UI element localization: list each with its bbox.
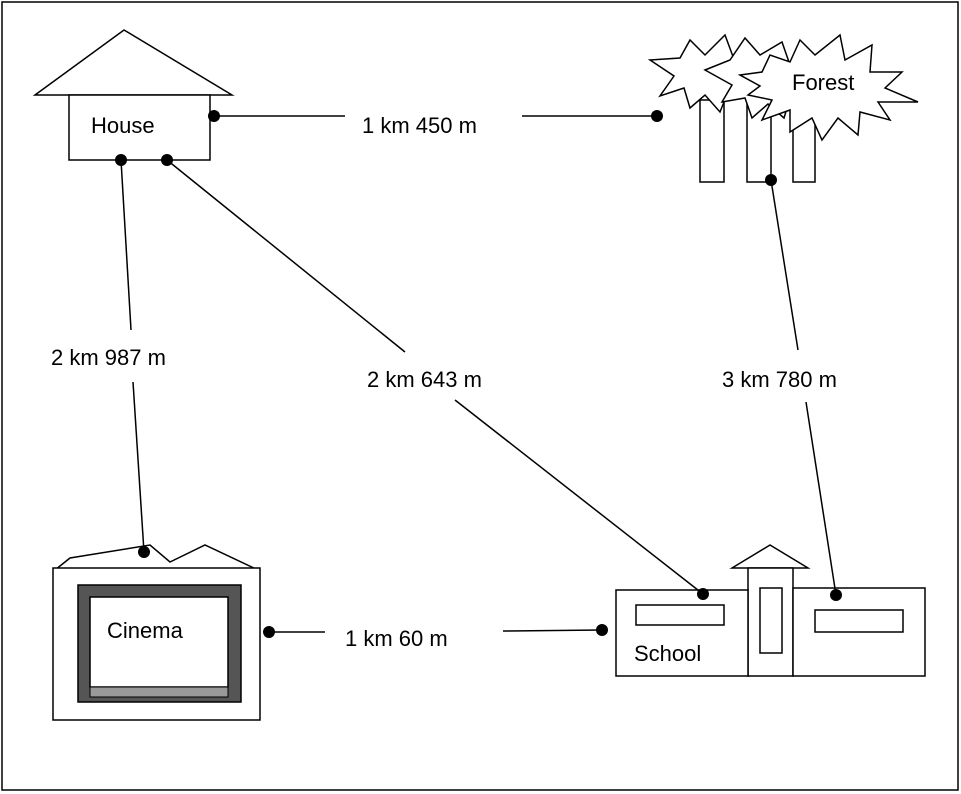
distance-label-cinema-school: 1 km 60 m [345, 626, 448, 651]
distance-label-house-school: 2 km 643 m [367, 367, 482, 392]
school-building: School [615, 544, 926, 677]
connector-dot [161, 154, 173, 166]
connector-line [166, 159, 406, 353]
connector-line [120, 159, 132, 331]
distance-label-house-cinema: 2 km 987 m [51, 345, 166, 370]
connector-dot [697, 588, 709, 600]
connector-house-cinema: 2 km 987 m [51, 154, 166, 558]
school-right-window [814, 609, 904, 633]
house-label: House [91, 113, 155, 138]
connector-dot [596, 624, 608, 636]
house-building: House [32, 29, 235, 161]
connector-line [132, 381, 145, 553]
school-label: School [634, 641, 701, 666]
connector-dot [830, 589, 842, 601]
connector-dot [208, 110, 220, 122]
connector-line [805, 401, 837, 596]
connector-line [502, 629, 603, 632]
school-tower-window [759, 587, 783, 654]
connector-dot [138, 546, 150, 558]
school-tower-roof [729, 544, 811, 569]
cinema-label: Cinema [107, 618, 184, 643]
connector-dot [651, 110, 663, 122]
connector-line [454, 399, 704, 595]
connector-dot [263, 626, 275, 638]
connector-forest-school: 3 km 780 m [722, 174, 842, 601]
distance-label-house-forest: 1 km 450 m [362, 113, 477, 138]
tree-crown-right [737, 33, 919, 142]
distance-label-forest-school: 3 km 780 m [722, 367, 837, 392]
cinema-roof [52, 544, 259, 571]
connector-dot [115, 154, 127, 166]
school-left-window [635, 604, 725, 626]
connector-house-school: 2 km 643 m [161, 154, 709, 600]
connector-house-forest: 1 km 450 m [208, 110, 663, 138]
tree-trunk-1 [699, 99, 725, 183]
connector-dot [765, 174, 777, 186]
house-body [68, 94, 211, 161]
house-roof [32, 29, 235, 96]
forest-label: Forest [792, 70, 854, 95]
connector-cinema-school: 1 km 60 m [263, 624, 608, 651]
cinema-base-pattern [89, 686, 229, 698]
forest-trees: Forest [647, 33, 919, 183]
cinema-building: Cinema [52, 544, 261, 721]
connector-line [770, 179, 799, 351]
